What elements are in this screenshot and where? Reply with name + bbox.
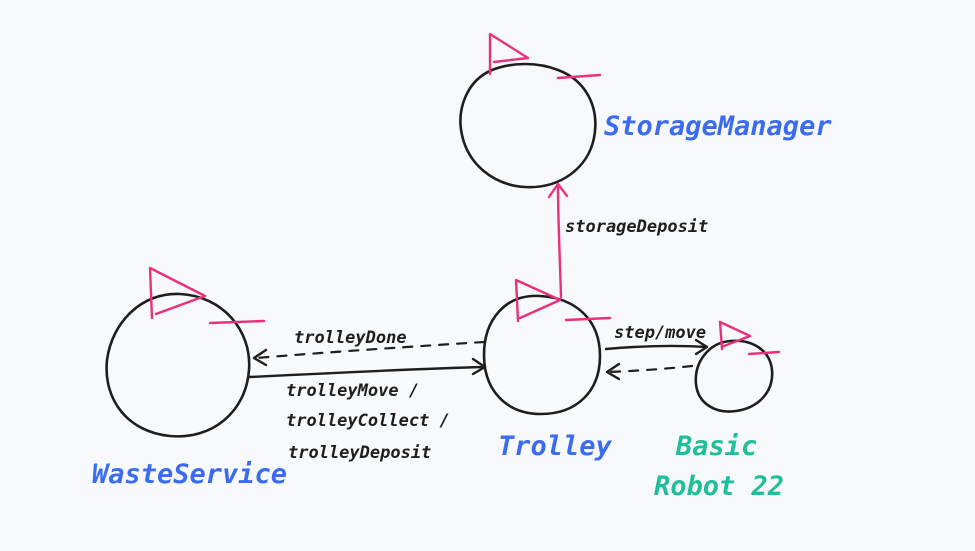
- storage-manager-flag-icon: [488, 32, 602, 80]
- basic-robot-flag-icon: [718, 320, 781, 356]
- trolley-commands-label-line2: trolleyCollect /: [286, 411, 450, 431]
- basic-robot-label-line2: Robot 22: [654, 471, 784, 502]
- trolley-done-arrowhead: [252, 348, 268, 367]
- edge-step-move: step/move: [604, 323, 709, 356]
- storage-deposit-line: [556, 184, 563, 299]
- basic-robot-node: Basic Robot 22: [654, 320, 784, 502]
- waste-service-circle: [105, 292, 251, 438]
- step-move-label: step/move: [614, 323, 706, 343]
- trolley-done-line: [254, 340, 486, 360]
- trolley-label: Trolley: [498, 431, 613, 462]
- edge-storage-deposit: storageDeposit: [547, 182, 708, 299]
- storage-manager-label: StorageManager: [604, 111, 832, 142]
- trolley-flag-icon: [514, 278, 612, 323]
- edge-trolley-commands: trolleyMove / trolleyCollect / trolleyDe…: [248, 357, 487, 463]
- storage-deposit-label: storageDeposit: [565, 217, 708, 237]
- waste-service-flag-icon: [148, 266, 266, 325]
- edge-robot-reply: [605, 362, 694, 381]
- storage-manager-node: StorageManager: [459, 32, 832, 189]
- step-move-arrowhead: [694, 338, 709, 356]
- basic-robot-circle: [694, 339, 774, 413]
- trolley-commands-line: [248, 365, 486, 379]
- robot-reply-line: [606, 364, 694, 374]
- trolley-commands-arrowhead: [471, 357, 487, 376]
- trolley-commands-label-line1: trolleyMove /: [286, 381, 419, 401]
- waste-service-node: WasteService: [92, 266, 287, 490]
- trolley-done-label: trolleyDone: [294, 328, 407, 348]
- basic-robot-label-line1: Basic: [675, 431, 757, 462]
- trolley-circle: [482, 294, 602, 416]
- waste-service-label: WasteService: [92, 459, 287, 490]
- trolley-commands-label-line3: trolleyDeposit: [288, 443, 431, 463]
- storage-manager-circle: [459, 62, 597, 189]
- edge-trolley-done: trolleyDone: [252, 328, 486, 367]
- step-move-line: [604, 344, 708, 351]
- robot-reply-arrowhead: [605, 362, 621, 381]
- storage-deposit-arrowhead: [547, 182, 569, 199]
- trolley-node: Trolley: [482, 278, 613, 462]
